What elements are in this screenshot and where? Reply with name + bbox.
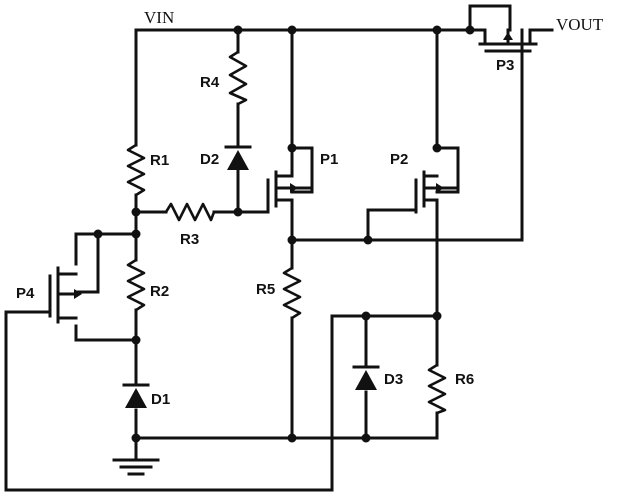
r5-label: R5	[256, 281, 275, 298]
junction-dot	[131, 335, 141, 345]
junction-dot	[432, 143, 442, 153]
transistor-p1	[266, 146, 314, 214]
transistor-p4	[48, 266, 82, 324]
junction-dot	[361, 433, 371, 443]
junction-dot	[432, 311, 442, 321]
wire-p4-drain	[74, 324, 138, 342]
resistor-r6	[427, 363, 447, 415]
wire-p4-gate-loop	[4, 310, 334, 492]
junction-dot	[287, 25, 297, 35]
wire-p2gate	[366, 208, 418, 242]
transistor-p2	[414, 170, 460, 214]
transistor-p3	[478, 28, 538, 53]
junction-dot	[233, 207, 243, 217]
wire-p2-bulk	[435, 146, 460, 194]
junctions	[93, 25, 475, 443]
junction-dot	[233, 25, 243, 35]
resistor-r4	[228, 50, 248, 106]
r2-label: R2	[150, 283, 169, 300]
wire-p4-source	[74, 232, 138, 266]
junction-dot	[287, 235, 297, 245]
vout-label: VOUT	[556, 15, 604, 34]
junction-dot	[131, 229, 141, 239]
d2-label: D2	[200, 151, 219, 168]
wire-p4-bulk	[74, 232, 100, 294]
vin-label: VIN	[144, 8, 174, 27]
junction-dot	[465, 25, 475, 35]
d1-label: D1	[151, 391, 170, 408]
resistor-r5	[282, 266, 302, 320]
junction-dot	[287, 433, 297, 443]
junction-dot	[131, 207, 141, 217]
junction-dot	[93, 229, 103, 239]
diode-d3	[352, 365, 380, 390]
wire-p3-bulk	[468, 4, 512, 32]
p2-label: P2	[390, 151, 408, 168]
resistor-r1	[126, 143, 146, 197]
wire-p1-bulk	[290, 146, 314, 194]
ground-symbol-icon	[112, 458, 160, 476]
d3-label: D3	[384, 371, 403, 388]
junction-dot	[131, 433, 141, 443]
p3-label: P3	[496, 57, 514, 74]
diode-d2	[224, 145, 252, 170]
junction-dot	[361, 311, 371, 321]
labels: VIN VOUT R1 R2 R3 R4 R5 R6 D1 D2 D3 P1 P…	[16, 8, 604, 408]
r3-label: R3	[180, 231, 199, 248]
wires	[4, 4, 554, 492]
r4-label: R4	[200, 74, 220, 91]
junction-dot	[432, 25, 442, 35]
r1-label: R1	[150, 152, 169, 169]
junction-dot	[363, 235, 373, 245]
p1-label: P1	[320, 151, 338, 168]
diode-d1	[122, 383, 150, 408]
r6-label: R6	[455, 371, 474, 388]
resistor-r2	[126, 258, 146, 312]
p4-label: P4	[16, 285, 35, 302]
resistor-r3	[164, 202, 216, 222]
